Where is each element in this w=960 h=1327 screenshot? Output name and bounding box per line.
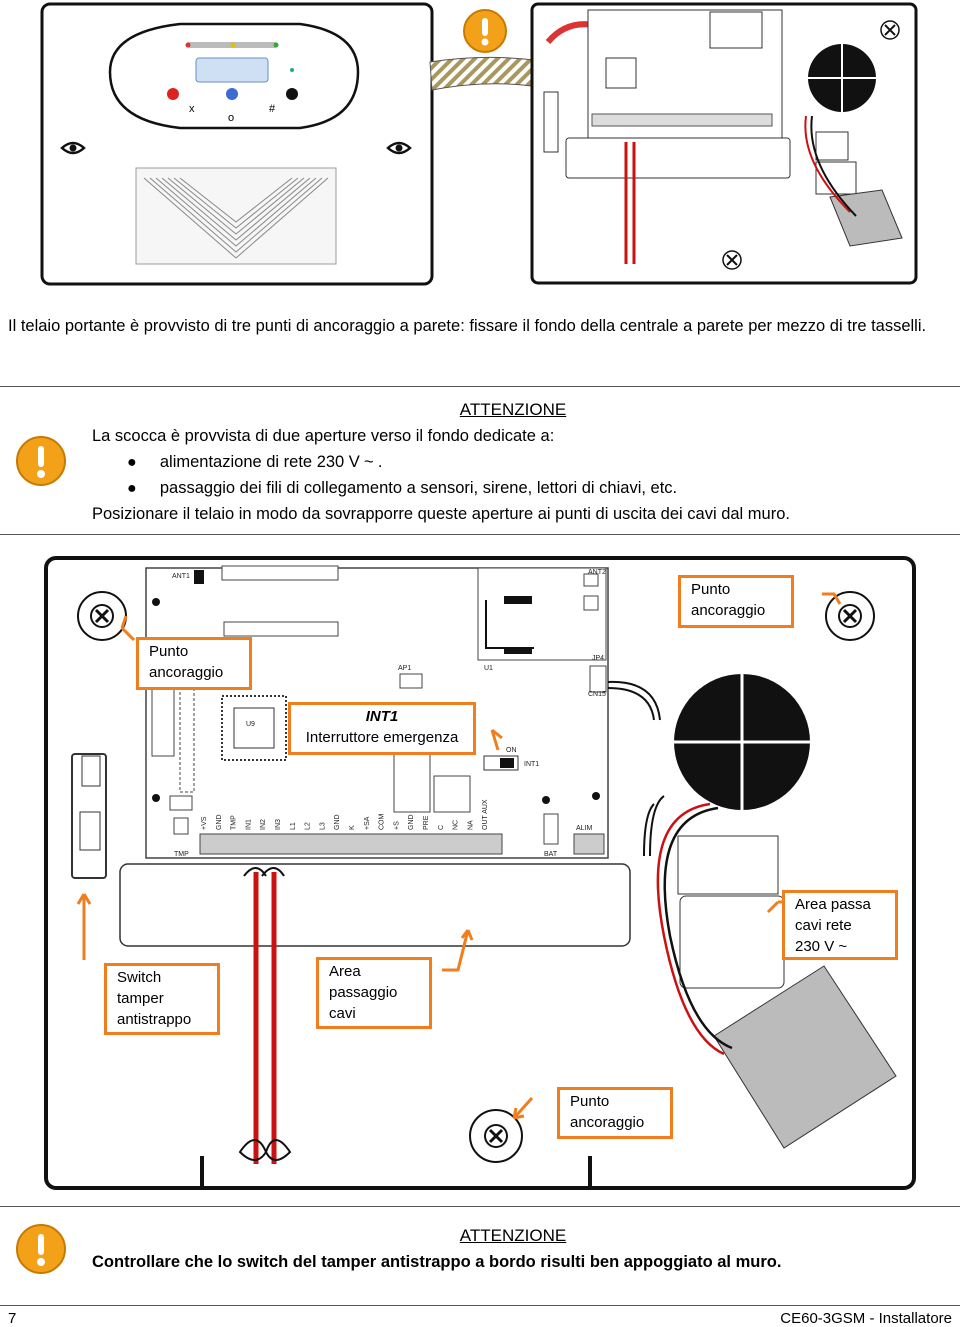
divider-middle <box>0 534 960 535</box>
terminal-label: IN2 <box>260 819 267 830</box>
terminal-label: IN3 <box>275 819 282 830</box>
int1-board-label: INT1 <box>524 761 539 768</box>
callout-line: cavi rete <box>795 917 852 934</box>
warning2-title: ATTENZIONE <box>459 1226 567 1245</box>
page-number: 7 <box>8 1310 17 1327</box>
callout-line: Area <box>329 963 361 980</box>
callout-mains-area: Area passa cavi rete 230 V ~ <box>782 890 898 960</box>
eye-icon-right <box>386 141 412 155</box>
cn15-label: CN15 <box>588 691 606 698</box>
terminal-label: +S <box>393 821 400 830</box>
anchor-screw-icon-right <box>825 591 875 641</box>
key-o-label: o <box>228 112 234 124</box>
terminal-label: IN1 <box>245 819 252 830</box>
warning2-text: Controllare che lo switch del tamper ant… <box>92 1253 782 1271</box>
terminal-label: GND <box>334 814 341 830</box>
anchor-screw-icon-bottom <box>469 1109 523 1163</box>
callout-line: Punto <box>570 1093 610 1110</box>
terminal-label: K <box>349 825 356 830</box>
speaker-grille <box>135 167 337 265</box>
terminal-label: GND <box>216 814 223 830</box>
terminal-label: TMP <box>231 815 238 830</box>
terminal-label: L3 <box>319 822 326 830</box>
document-title: CE60-3GSM - Installatore <box>780 1310 952 1327</box>
alim-label: ALIM <box>576 825 593 832</box>
warning1-intro: La scocca è provvista di due aperture ve… <box>92 427 555 445</box>
on-label: ON <box>506 747 517 754</box>
callout-int1-desc: Interruttore emergenza <box>305 729 459 746</box>
terminal-label: NA <box>467 820 474 830</box>
callout-line: passaggio <box>329 984 398 1001</box>
callout-tamper: Switch tamper antistrappo <box>104 963 220 1035</box>
callout-line: Punto <box>691 581 731 598</box>
callout-line: antistrappo <box>117 1011 192 1028</box>
divider-lower <box>0 1206 960 1207</box>
bat-label: BAT <box>544 851 558 858</box>
terminal-label: +VS <box>201 816 208 830</box>
eye-icon-left <box>60 141 86 155</box>
terminal-label: +SA <box>364 816 371 830</box>
callout-line: ancoraggio <box>691 602 766 619</box>
terminal-label: NC <box>453 820 460 830</box>
warning1-bullet-2: ● passaggio dei fili di collegamento a s… <box>127 475 677 502</box>
board-top-illustration <box>530 2 918 285</box>
warning1-title: ATTENZIONE <box>459 400 567 419</box>
terminal-label: PRE <box>423 815 430 830</box>
callout-line: 230 V <box>795 938 835 955</box>
warning1-bullet-1: ● alimentazione di rete 230 V~. <box>127 449 382 476</box>
intro-paragraph: Il telaio portante è provvisto di tre pu… <box>8 317 927 335</box>
u9-label: U9 <box>246 721 255 728</box>
warning-icon-1 <box>14 434 68 488</box>
u1-label: U1 <box>484 665 493 672</box>
terminal-label: L2 <box>305 822 312 830</box>
callout-line: cavi <box>329 1005 356 1022</box>
callout-int1: INT1 Interruttore emergenza <box>288 702 476 755</box>
jp4-label: JP4 <box>592 655 604 662</box>
bullet-2-text: passaggio dei fili di collegamento a sen… <box>159 479 678 497</box>
callout-anchor-top-right: Punto ancoraggio <box>678 575 794 628</box>
key-x-label: x <box>189 103 195 115</box>
ant1-label: ANT1 <box>172 573 190 580</box>
terminal-label: C <box>438 825 445 830</box>
ac-tilde-icon: ~ <box>364 453 374 471</box>
callout-line: Punto <box>149 643 189 660</box>
bullet-1-text: alimentazione di rete 230 V <box>159 453 360 471</box>
divider-top <box>0 386 960 387</box>
callout-anchor-left: Punto ancoraggio <box>136 637 252 690</box>
terminal-label: OUT AUX <box>482 799 489 830</box>
terminal-label: COM <box>379 814 386 831</box>
callout-line: Switch <box>117 969 162 986</box>
ac-tilde-icon: ~ <box>834 938 848 955</box>
callout-line: ancoraggio <box>149 664 224 681</box>
callout-line: Area passa <box>795 896 871 913</box>
warning1-conclusion: Posizionare il telaio in modo da sovrapp… <box>92 505 790 523</box>
callout-cable-area: Area passaggio cavi <box>316 957 432 1029</box>
anchor-screw-icon-left <box>77 591 127 641</box>
callout-int1-title: INT1 <box>365 708 399 725</box>
warning-icon-2 <box>14 1222 68 1276</box>
callout-anchor-bottom: Punto ancoraggio <box>557 1087 673 1139</box>
tmp-label: TMP <box>174 851 189 858</box>
callout-line: tamper <box>117 990 164 1007</box>
divider-footer <box>0 1305 960 1306</box>
keypad-illustration: x o # <box>40 2 434 286</box>
ap1-label: AP1 <box>398 665 411 672</box>
warning-icon-top <box>462 8 508 54</box>
terminal-label: GND <box>408 814 415 830</box>
bullet-icon: ● <box>127 454 137 471</box>
bullet-icon: ● <box>127 480 137 497</box>
terminal-label: L1 <box>290 822 297 830</box>
callout-line: ancoraggio <box>570 1114 645 1131</box>
key-hash-label: # <box>269 103 276 115</box>
ant2-label: ANT2 <box>588 569 606 576</box>
